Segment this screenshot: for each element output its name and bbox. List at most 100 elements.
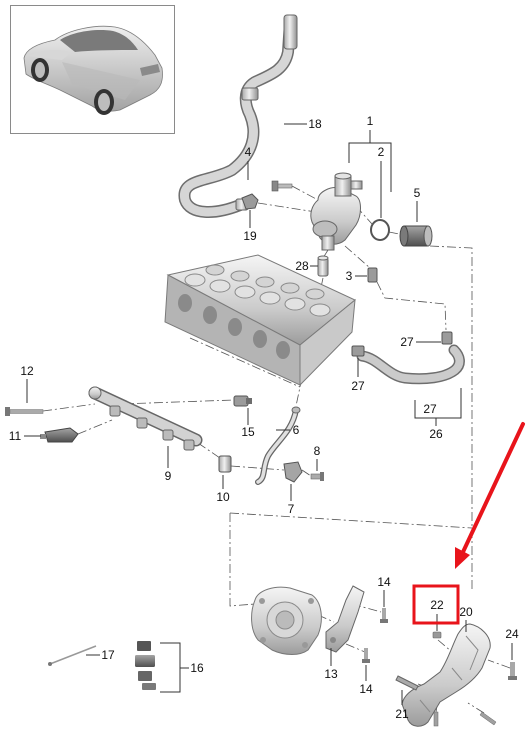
sensor-body [233,395,249,407]
callout-21[interactable]: 21 [395,707,409,721]
callout-7[interactable]: 7 [288,502,295,516]
intake-port [228,318,242,336]
callout-24[interactable]: 24 [505,627,519,641]
pump-outlet [350,180,363,190]
cover-bolt [479,711,497,726]
seal-kit-piece [135,655,155,667]
bracket-line [160,642,181,693]
callout-8[interactable]: 8 [314,444,321,458]
callout-13[interactable]: 13 [324,667,338,681]
pin-tip [48,662,52,666]
callout-14-lower[interactable]: 14 [359,682,373,696]
vehicle-inset [10,5,175,134]
housing-bolt-hole [302,642,308,648]
fuel-pipe-part [255,406,301,485]
stud-part [395,675,419,691]
callout-4[interactable]: 4 [245,145,252,159]
cam-bearing [234,285,256,299]
callout-14-upper[interactable]: 14 [377,575,391,589]
pin-part [48,645,97,666]
fitting-part [367,267,378,283]
callout-10[interactable]: 10 [216,490,230,504]
cam-bearing [209,279,231,293]
bracket-part [325,585,365,653]
intake-port [276,341,290,359]
bracket-bolt-part [380,608,388,623]
housing-bolt-hole [260,637,266,643]
assembly-line [291,185,319,201]
sleeve-part [317,255,329,277]
injector-cup [162,429,174,441]
injector-part [40,427,79,443]
cam-bearing [184,273,206,287]
callout-27-upper[interactable]: 27 [400,335,414,349]
high-pressure-pump-part [310,172,363,251]
callout-2[interactable]: 2 [378,145,385,159]
cylinder-start [399,225,409,247]
hose-body [180,17,295,217]
assembly-line [229,512,473,529]
callout-3[interactable]: 3 [346,269,353,283]
housing-bore-inner [275,610,295,630]
hose-clip [351,345,365,357]
fuel-rail-part [88,386,203,451]
long-bolt-shaft [9,409,44,414]
callout-22[interactable]: 22 [430,598,444,612]
callout-26[interactable]: 26 [429,427,443,441]
callout-11[interactable]: 11 [9,429,22,443]
rail-end-cap [88,386,102,400]
cover-bolt [433,711,439,727]
assembly-line [229,513,256,607]
assembly-line [257,202,317,213]
injector-cup [183,439,195,451]
seal-kit-piece [142,683,156,690]
callout-19[interactable]: 19 [243,229,257,243]
car-taillight [140,64,160,76]
long-bolt-head [5,407,10,416]
bolt-head [271,180,279,192]
hose-top-fitting [283,14,298,50]
bracket-bolt-shaft [382,608,386,621]
callout-16[interactable]: 16 [190,661,204,675]
assembly-line [42,403,96,412]
assembly-line [345,643,366,653]
vent-hose-body [358,346,464,383]
car-rear-rim [98,93,110,111]
assembly-line [487,659,511,669]
callout-15[interactable]: 15 [241,425,255,439]
pump-plunger [321,235,335,251]
cam-bearing [305,288,325,300]
pump-flange [312,220,338,238]
clip-part [241,193,259,210]
callout-27-lower[interactable]: 27 [423,402,437,416]
callout-20[interactable]: 20 [459,605,473,619]
callout-18[interactable]: 18 [308,117,322,131]
callout-17[interactable]: 17 [101,648,115,662]
car-front-rim [35,62,45,78]
sleeve-body [317,257,329,277]
bracket-hole [330,637,336,643]
cover-body [401,623,491,727]
pump-housing [251,586,322,655]
bracket-bolt-shaft [364,648,368,660]
pin-shaft [49,645,97,665]
arrow-shaft [461,422,525,554]
intake-port [253,330,267,348]
cover-bolt-part [508,662,517,680]
cover-bolt-head [508,676,517,680]
callout-1[interactable]: 1 [367,114,374,128]
callout-5[interactable]: 5 [414,186,421,200]
screw-head [320,472,324,481]
callout-28[interactable]: 28 [295,259,309,273]
o-ring-part [370,219,390,241]
callout-12[interactable]: 12 [20,364,34,378]
head-side-face [299,298,356,387]
arrow-head [455,547,470,569]
callout-9[interactable]: 9 [165,469,172,483]
assembly-line [301,469,312,477]
callout-27-left[interactable]: 27 [351,379,365,393]
injector-body [44,427,79,443]
union-part [218,455,232,473]
callout-6[interactable]: 6 [293,423,300,437]
cam-bearing [259,291,281,305]
